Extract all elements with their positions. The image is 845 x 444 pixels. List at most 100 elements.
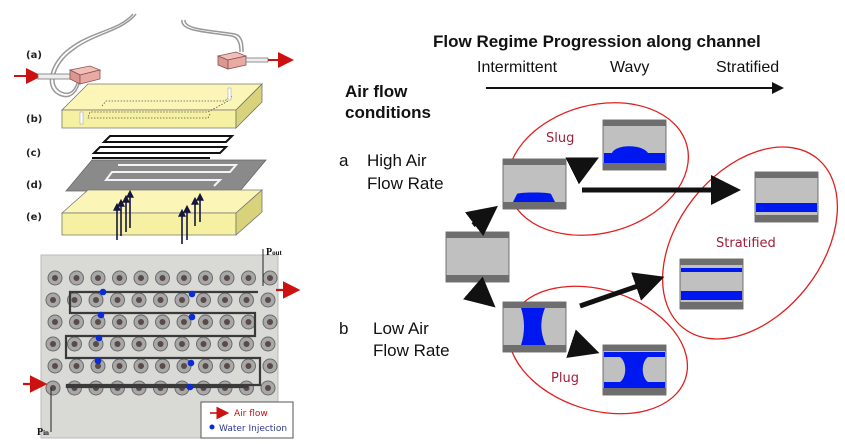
channel-initial: [445, 231, 510, 283]
bolt-hole: [71, 341, 78, 347]
legend: Air flow Water Injection: [200, 401, 294, 439]
bolt-hole: [114, 341, 121, 347]
bolt-hole: [181, 363, 187, 369]
bolt-hole: [95, 363, 101, 369]
bottom-plate: [60, 189, 264, 236]
water-layer-top: [681, 268, 742, 272]
bolt-hole: [222, 297, 228, 303]
water-droplet: [513, 192, 555, 202]
outlet-sensor-block: [216, 51, 248, 70]
bolt-hole: [116, 319, 123, 325]
bolt-hole: [136, 341, 142, 347]
channel-top-wall: [446, 232, 509, 238]
channel-bottom-wall: [755, 215, 818, 222]
conditions-label-line2: conditions: [345, 103, 431, 122]
condition-b-letter: b: [339, 319, 348, 338]
arrow-to-slug: [465, 205, 498, 237]
gasket-layer: [91, 135, 235, 159]
channel-bottom-wall: [503, 202, 566, 209]
regime-label-stratified: Stratified: [716, 236, 776, 251]
legend-water-injection-label: Water Injection: [219, 424, 287, 434]
channel-slug-wave: [602, 119, 667, 171]
bolt-hole: [245, 363, 252, 369]
layer-label-e: (e): [26, 212, 42, 223]
condition-b-line1: Low Air: [373, 319, 429, 338]
water-layer: [756, 203, 817, 212]
bolt-hole: [136, 297, 142, 303]
bolt-hole: [71, 297, 78, 303]
injection-needles: [113, 189, 204, 244]
bolt-hole: [202, 319, 209, 325]
bolt-hole: [138, 275, 144, 281]
bolt-hole: [138, 319, 144, 325]
channel-bottom-wall: [446, 275, 509, 282]
bolt-hole: [265, 297, 271, 303]
bolt-hole: [224, 275, 230, 281]
channel-body: [445, 231, 510, 283]
diffusion-layer-sheet: [65, 159, 267, 192]
bolt-hole: [73, 319, 80, 325]
channel-cross-sections: [445, 119, 819, 396]
water-bridge: [604, 352, 665, 388]
water-injection-dot: [187, 359, 195, 367]
arrow-slug-to-wavy: [565, 157, 599, 185]
bolt-hole: [222, 341, 228, 347]
pin-label: Pin: [37, 427, 49, 438]
bolt-hole: [93, 341, 99, 347]
water-layer-bottom: [681, 291, 742, 300]
bolt-hole: [200, 297, 207, 303]
legend-air-flow-label: Air flow: [234, 409, 268, 419]
bolt-hole: [200, 341, 207, 347]
bolt-hole: [245, 275, 252, 281]
bolt-hole: [50, 297, 56, 303]
bolt-hole: [52, 319, 58, 325]
water-injection-dot: [95, 334, 103, 342]
channel-stratified-double: [679, 258, 744, 310]
bolt-hole: [116, 363, 123, 369]
channel-bottom-wall: [603, 163, 666, 170]
outlet-tube: [245, 57, 269, 63]
bolt-hole: [181, 275, 187, 281]
bolt-hole: [224, 319, 230, 325]
layer-label-a: (a): [26, 50, 42, 61]
bolt-hole: [224, 363, 230, 369]
bolt-hole: [52, 275, 58, 281]
channel-top-wall: [603, 345, 666, 351]
bolt-hole: [243, 341, 250, 347]
channel-slug-droplet: [502, 158, 567, 210]
bolt-hole: [95, 319, 101, 325]
bolt-hole: [93, 297, 99, 303]
diagram-title: Flow Regime Progression along channel: [433, 32, 761, 51]
legend-box: [200, 401, 294, 439]
water-injection-dot: [97, 311, 105, 319]
inlet-tube: [37, 73, 71, 80]
bolt-hole: [50, 341, 56, 347]
condition-a-line2: Flow Rate: [367, 174, 444, 193]
inlet-sensor-block: [68, 65, 102, 85]
exploded-assembly: (a) (b) (c) (d) (e): [14, 13, 294, 244]
stage-stratified: Stratified: [716, 59, 779, 76]
arrow-plug-to-stratified: [579, 272, 665, 309]
water-injection-dot: [188, 290, 196, 298]
bolt-hole: [114, 297, 121, 303]
bolt-hole: [116, 275, 123, 281]
channel-plug-bridge: [602, 344, 667, 396]
water-injection-dot: [94, 357, 102, 365]
bolt-hole: [73, 363, 80, 369]
bolt-hole: [245, 319, 252, 325]
progression-arrowhead-icon: [772, 82, 784, 94]
channel-top-wall: [503, 159, 566, 165]
layer-label-c: (c): [26, 148, 41, 159]
condition-a-letter: a: [339, 151, 349, 170]
regime-label-slug: Slug: [546, 131, 574, 146]
channel-top-wall: [503, 302, 566, 308]
bolt-hole: [159, 275, 166, 281]
conditions-label-line1: Air flow: [345, 82, 408, 101]
condition-b-line2: Flow Rate: [373, 341, 450, 360]
arrow-to-plug: [463, 276, 496, 308]
water-plug: [521, 308, 546, 345]
arrow-plug-to-bridge: [566, 329, 600, 358]
bolt-hole: [265, 341, 271, 347]
layer-label-b: (b): [26, 114, 42, 125]
